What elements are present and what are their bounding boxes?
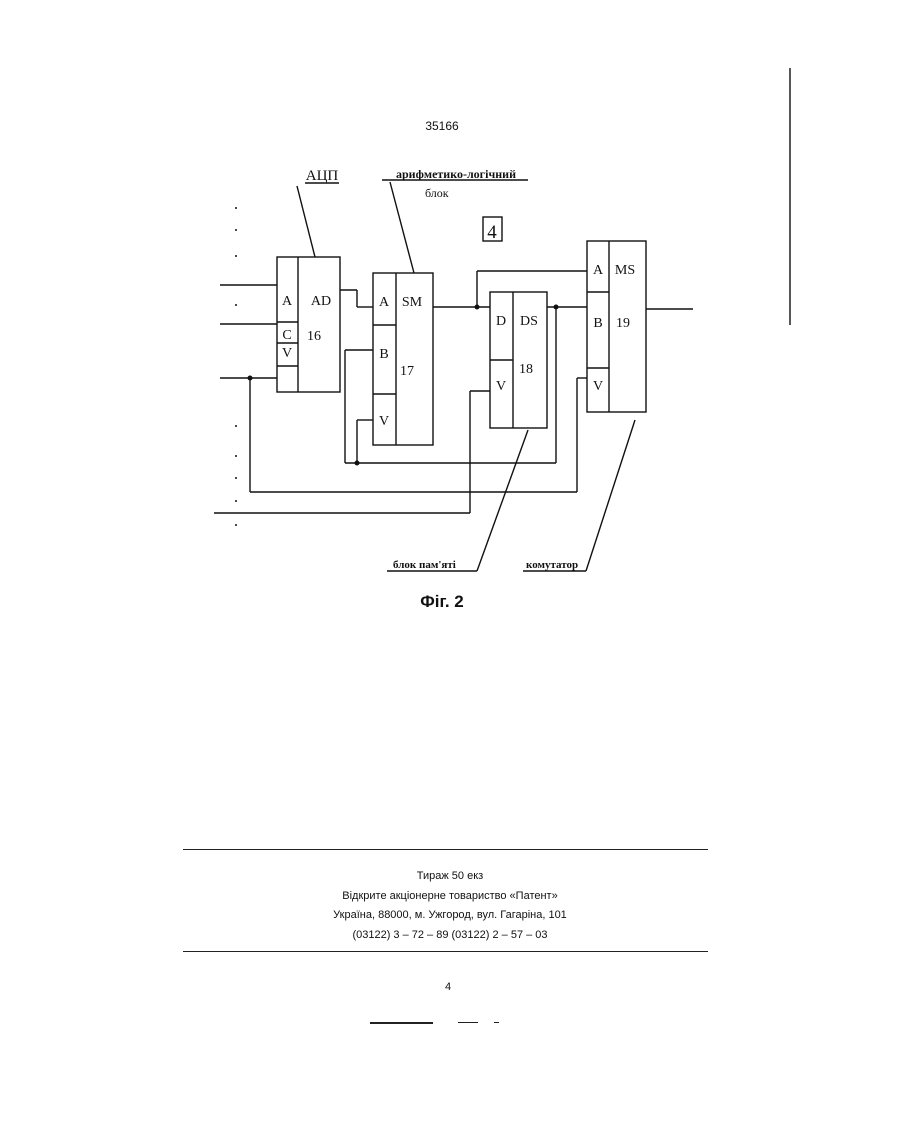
footer-mark-middle (458, 1022, 478, 1023)
imprint-block: Тираж 50 екз Відкрите акціонерне товарис… (0, 867, 900, 945)
ad-name: AD (311, 294, 331, 309)
figure-caption: Фіг. 2 (0, 592, 884, 612)
ms-port-v: V (593, 379, 603, 394)
ds-name: DS (520, 314, 538, 329)
switch-label: комутатор (526, 559, 578, 571)
page-number: 4 (0, 981, 896, 993)
memory-label: блок пам'яті (393, 559, 456, 571)
block-diagram: A C V AD 16 A B V SM 17 D V DS 18 A B V … (0, 0, 900, 640)
sm-port-v: V (379, 414, 389, 429)
alu-label-line1: арифметико-логічний (396, 167, 516, 181)
imprint-phones: (03122) 3 – 72 – 89 (03122) 2 – 57 – 03 (0, 926, 900, 946)
ds-port-d: D (496, 314, 506, 329)
imprint-address: Україна, 88000, м. Ужгород, вул. Гагарін… (0, 906, 900, 926)
ms-name: MS (615, 263, 635, 278)
ms-port-b: B (593, 316, 602, 331)
sm-name: SM (402, 295, 423, 310)
margin-dots (235, 207, 237, 526)
ad-port-a: A (282, 294, 293, 309)
footer-mark-right (494, 1022, 499, 1023)
imprint-bottom-rule (183, 951, 708, 952)
sm-port-b: B (379, 347, 388, 362)
sm-number: 17 (400, 364, 414, 379)
alu-label-line2: блок (425, 186, 449, 200)
ds-port-v: V (496, 379, 506, 394)
ds-number: 18 (519, 362, 533, 377)
sm-port-a: A (379, 295, 390, 310)
footer-mark-left (370, 1022, 433, 1024)
imprint-company: Відкрите акціонерне товариство «Патент» (0, 887, 900, 907)
ms-number: 19 (616, 316, 630, 331)
figure-number: 4 (487, 222, 497, 243)
adc-label: АЦП (306, 168, 339, 184)
block-ds-18 (490, 292, 547, 428)
ad-number: 16 (307, 329, 321, 344)
ad-port-v: V (282, 346, 292, 361)
ad-port-c: C (282, 328, 291, 343)
imprint-circulation: Тираж 50 екз (0, 867, 900, 887)
ms-port-a: A (593, 263, 604, 278)
junction-dots (248, 305, 559, 466)
block-ad-16 (277, 257, 340, 392)
imprint-top-rule (183, 849, 708, 850)
